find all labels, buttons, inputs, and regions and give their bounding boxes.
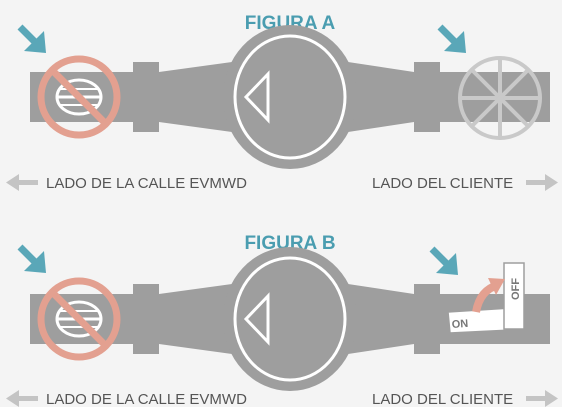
lever-off-handle	[503, 262, 525, 330]
lever-off-label: OFF	[510, 278, 522, 300]
figure-a: FIGURA A	[6, 13, 558, 192]
pointer-arrow-icon	[429, 246, 458, 275]
meter-body	[223, 247, 357, 391]
meter-body	[223, 25, 357, 169]
street-side-label: LADO DE LA CALLE EVMWD	[46, 175, 247, 192]
figure-b-title: FIGURA B	[244, 233, 335, 254]
meter-ring	[233, 256, 347, 382]
prohibit-slash	[49, 289, 109, 349]
right-side-arrow-icon	[526, 174, 558, 191]
right-flange	[414, 284, 440, 354]
rotate-arrowhead-icon	[488, 278, 505, 295]
pointer-arrow-icon	[437, 24, 466, 53]
lever-on-label: ON	[451, 318, 468, 331]
right-flange	[414, 62, 440, 132]
customer-side-label: LADO DEL CLIENTE	[372, 391, 513, 407]
meter-ring	[233, 34, 347, 160]
prohibit-circle	[37, 277, 121, 361]
street-side-label: LADO DE LA CALLE EVMWD	[46, 391, 247, 407]
figure-a-title: FIGURA A	[245, 13, 336, 34]
meter-dial-icon	[243, 70, 270, 124]
right-taper	[348, 62, 414, 132]
prohibited-ball-valve-icon	[37, 55, 121, 139]
pointer-arrow-icon	[17, 244, 46, 273]
figure-b: FIGURA B ON OFF	[6, 233, 558, 407]
left-flange	[133, 62, 159, 132]
lever-on-handle	[447, 307, 513, 334]
left-taper	[159, 62, 232, 132]
customer-side-label: LADO DEL CLIENTE	[372, 175, 513, 192]
meter-dial-icon	[243, 292, 270, 346]
prohibit-slash	[49, 67, 109, 127]
pointer-arrow-icon	[17, 24, 46, 53]
left-side-arrow-icon	[6, 174, 38, 191]
left-flange	[133, 284, 159, 354]
lever-valve-icon: ON OFF	[447, 262, 525, 334]
right-taper	[348, 284, 414, 354]
left-taper	[159, 284, 232, 354]
hand-wheel-valve-icon	[458, 56, 542, 140]
prohibit-circle	[37, 55, 121, 139]
prohibited-ball-valve-icon	[37, 277, 121, 361]
right-side-arrow-icon	[526, 390, 558, 407]
left-side-arrow-icon	[6, 390, 38, 407]
